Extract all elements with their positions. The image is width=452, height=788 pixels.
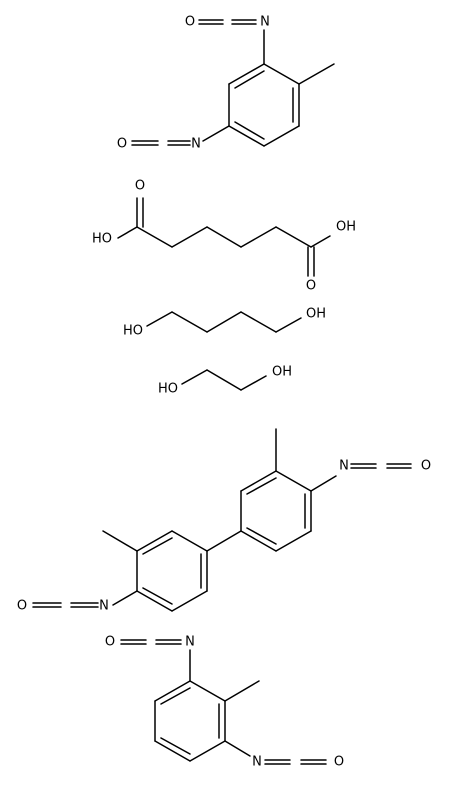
atom-n-top: N (185, 635, 195, 650)
molecule-butanediol: HO OH (123, 307, 326, 339)
atom-n-bottom: N (252, 755, 262, 770)
atom-oh-left: HO (123, 324, 143, 339)
molecule-toluene-2-6-diisocyanate: N O N O (105, 635, 344, 770)
atom-o-left: O (17, 599, 27, 614)
molecule-toluene-2-4-diisocyanate: N O N O (117, 15, 335, 152)
atom-o-middle: O (117, 137, 127, 152)
atom-o-top: O (105, 635, 115, 650)
atom-n-top: N (260, 15, 270, 30)
atom-n-middle: N (191, 137, 201, 152)
molecule-tolidine-diisocyanate: N O N O (17, 428, 431, 614)
atom-o-left-carbonyl: O (135, 179, 145, 194)
molecule-adipic-acid: O HO O OH (92, 179, 356, 294)
atom-n-right: N (339, 459, 349, 474)
atom-o-bottom: O (334, 755, 344, 770)
atom-oh-right: OH (272, 365, 292, 380)
atom-oh-left: HO (158, 382, 178, 397)
atom-o-top: O (185, 15, 195, 30)
atom-oh-left: HO (92, 232, 112, 247)
atom-o-right: O (421, 459, 431, 474)
atom-oh-right: OH (336, 220, 356, 235)
atom-oh-right: OH (306, 307, 326, 322)
atom-o-right-carbonyl: O (306, 279, 316, 294)
molecule-ethylene-glycol: HO OH (158, 365, 292, 397)
atom-n-left: N (99, 599, 109, 614)
